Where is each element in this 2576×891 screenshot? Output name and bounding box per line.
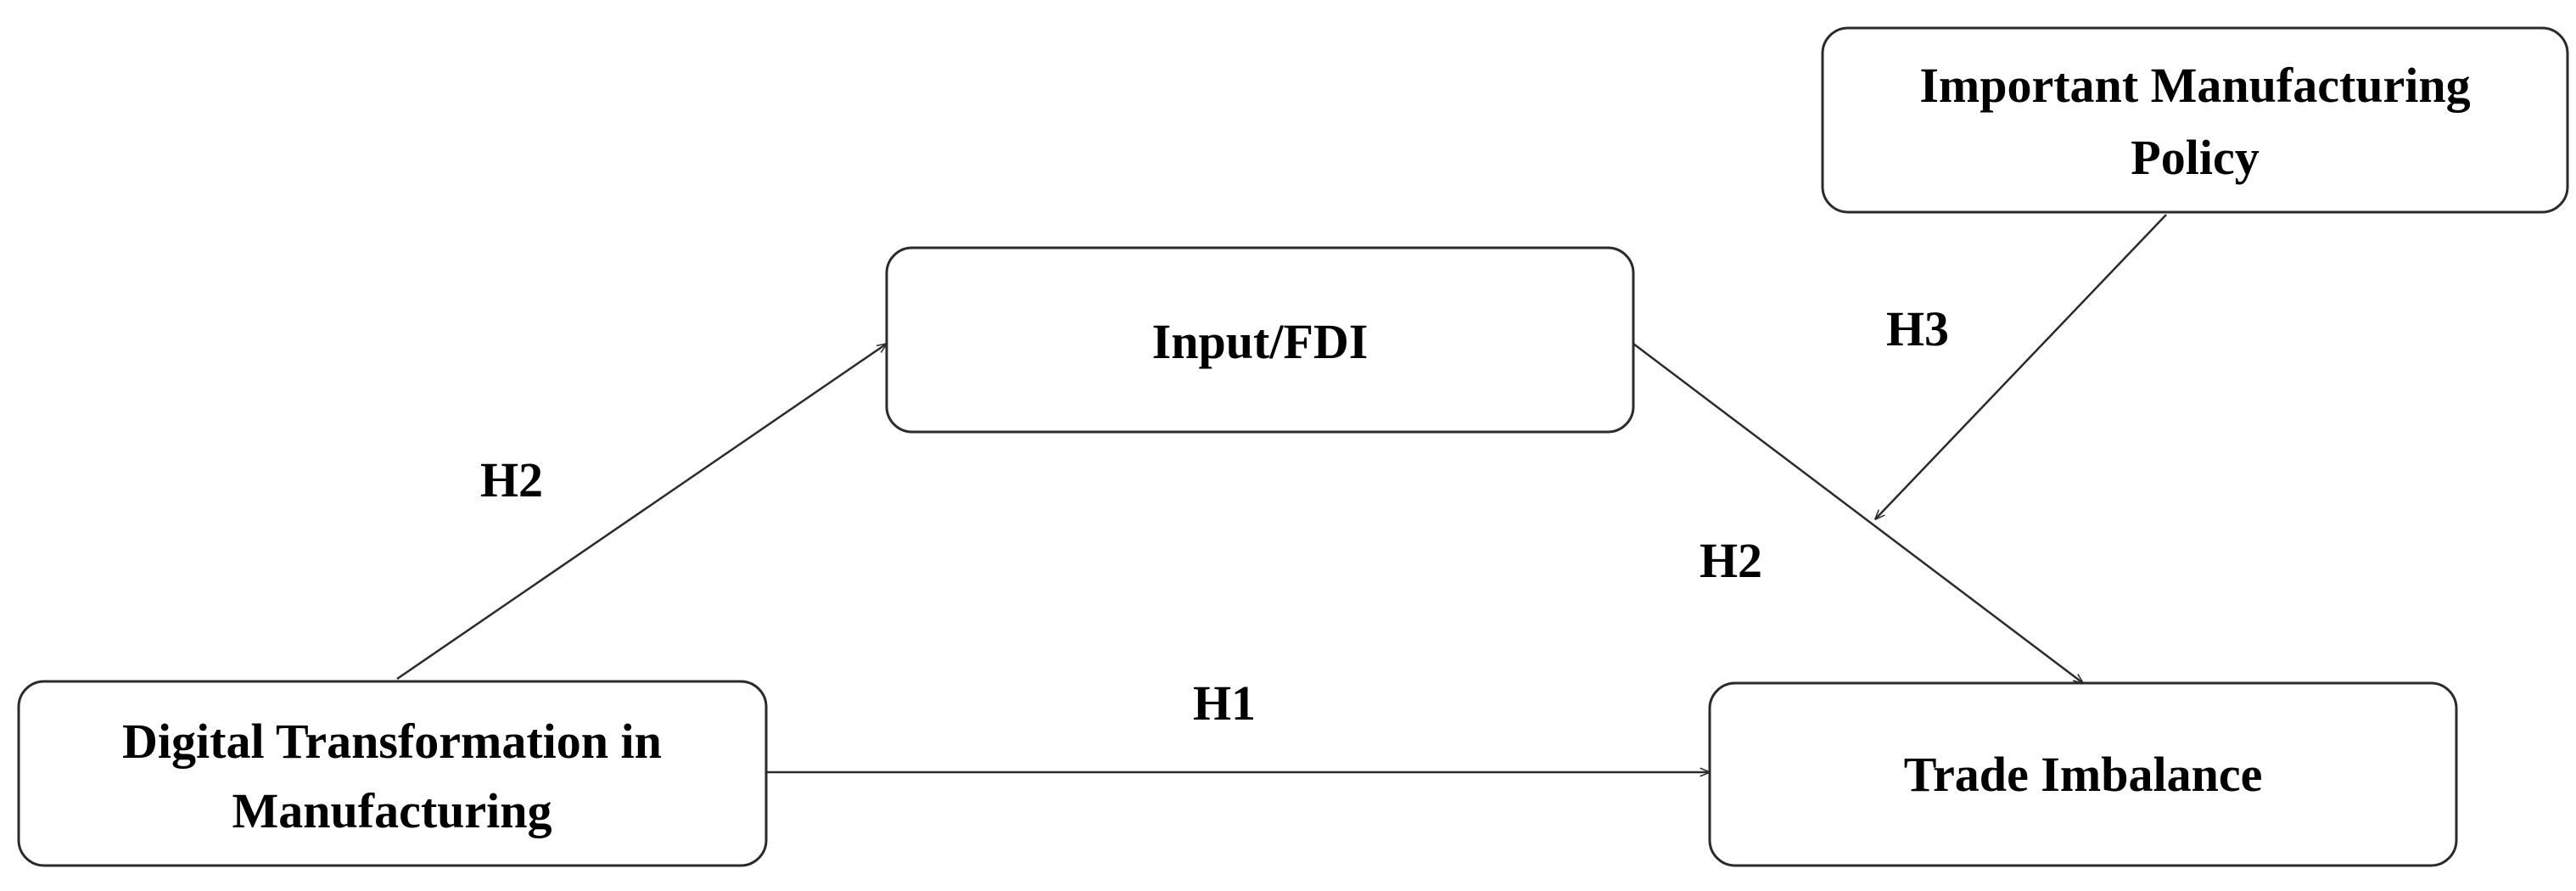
edge-label-h3: H3 [1886, 301, 1949, 356]
edge-h3-arrow [1875, 214, 2167, 519]
edge-h2-left-arrow [396, 344, 887, 681]
edge-label-h1: H1 [1193, 675, 1256, 731]
node-input-fdi: Input/FDI [885, 246, 1635, 434]
node-input-fdi-label: Input/FDI [1152, 314, 1369, 369]
edge-label-h2-left: H2 [480, 452, 543, 507]
node-trade-imbalance-label: Trade Imbalance [1904, 747, 2263, 802]
edge-h2-right-arrow [1632, 343, 2083, 683]
node-digital-transformation-line2: Manufacturing [232, 783, 552, 838]
node-manufacturing-policy: Important Manufacturing Policy [1821, 26, 2569, 214]
node-digital-transformation: Digital Transformation in Manufacturing [17, 680, 768, 867]
node-manufacturing-policy-line2: Policy [2131, 130, 2259, 185]
node-digital-transformation-line1: Digital Transformation in [122, 714, 662, 769]
edge-label-h2-right: H2 [1700, 533, 1762, 588]
node-manufacturing-policy-line1: Important Manufacturing [1919, 58, 2470, 113]
node-trade-imbalance: Trade Imbalance [1708, 681, 2458, 867]
